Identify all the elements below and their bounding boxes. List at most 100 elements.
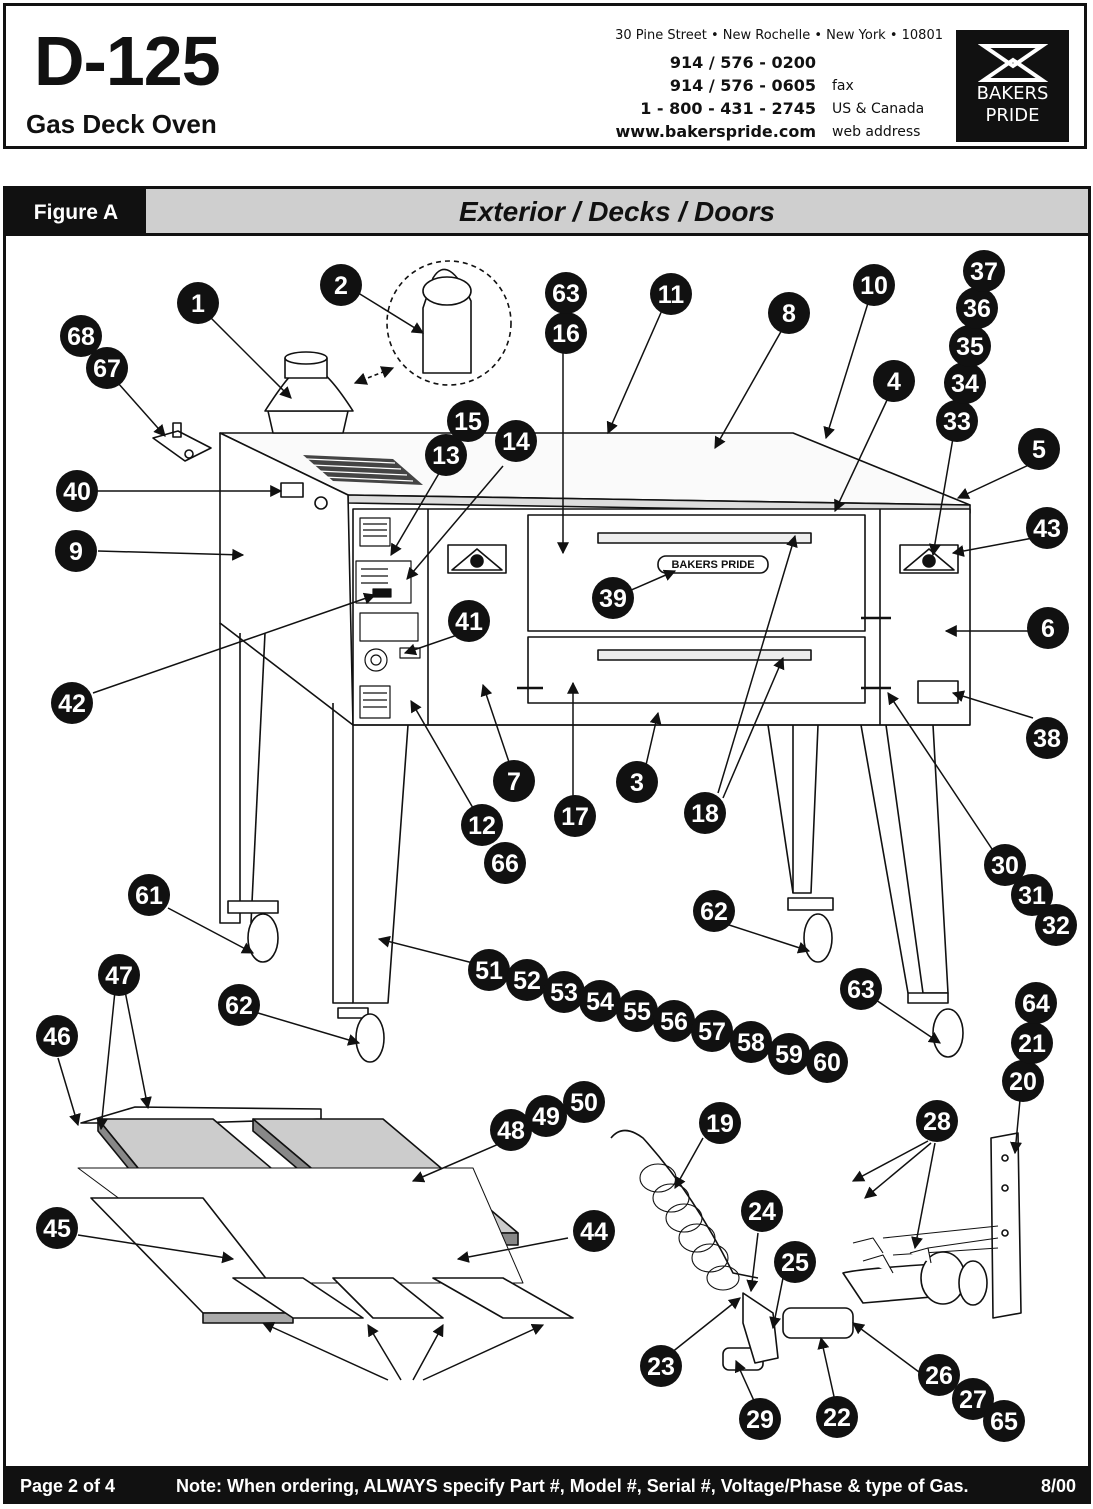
callout-36: 36 (956, 287, 998, 329)
callout-number: 63 (847, 976, 875, 1004)
figure-panel: Figure A Exterior / Decks / Doors (3, 186, 1091, 1504)
callout-bubble (741, 1190, 783, 1232)
callout-67: 67 (86, 347, 128, 389)
callout-58: 58 (730, 1021, 772, 1063)
callout-number: 11 (658, 281, 685, 309)
callout-37: 37 (963, 250, 1005, 292)
company-address: 30 Pine Street • New Rochelle • New York… (615, 28, 943, 43)
callout-number: 38 (1033, 725, 1061, 753)
callout-number: 29 (746, 1406, 774, 1434)
callout-57: 57 (691, 1010, 733, 1052)
callout-35: 35 (949, 325, 991, 367)
callout-bubble (177, 282, 219, 324)
callout-number: 50 (570, 1089, 598, 1117)
contact-label: US & Canada (832, 100, 925, 117)
callout-1: 1 (177, 282, 219, 324)
callout-number: 15 (454, 408, 482, 436)
phone-number: 914 / 576 - 0200 (669, 53, 816, 72)
callout-32: 32 (1035, 904, 1077, 946)
callout-51: 51 (468, 949, 510, 991)
callout-bubble (579, 980, 621, 1022)
callout-bubble (853, 264, 895, 306)
callout-5: 5 (1018, 428, 1060, 470)
callout-number: 20 (1009, 1068, 1037, 1096)
callout-bubble (573, 1210, 615, 1252)
callout-number: 53 (550, 979, 578, 1007)
bakers-pride-logo-icon (977, 44, 1048, 82)
callout-number: 32 (1042, 912, 1070, 940)
callout-bubble (448, 600, 490, 642)
figure-header: Figure A Exterior / Decks / Doors (6, 189, 1088, 236)
callout-number: 54 (586, 988, 614, 1016)
brand-logo: BAKERS PRIDE (956, 30, 1069, 142)
callout-17: 17 (554, 795, 596, 837)
callout-number: 56 (660, 1008, 688, 1036)
exploded-parts-drawing: 1234567891011121314151617181920212223242… (36, 250, 1077, 1442)
callout-bubble (983, 1400, 1025, 1442)
callout-number: 21 (1018, 1030, 1046, 1058)
callout-number: 46 (43, 1023, 71, 1051)
callout-number: 45 (43, 1215, 71, 1243)
callout-18: 18 (684, 792, 726, 834)
callout-number: 62 (225, 992, 253, 1020)
callout-number: 3 (630, 769, 644, 797)
callout-62: 62 (218, 984, 260, 1026)
callout-59: 59 (768, 1033, 810, 1075)
callout-bubble (545, 272, 587, 314)
callout-bubble (1026, 507, 1068, 549)
callout-2: 2 (320, 264, 362, 306)
callout-47: 47 (98, 954, 140, 996)
callout-bubble (984, 844, 1026, 886)
callout-14: 14 (495, 420, 537, 462)
callout-12: 12 (461, 804, 503, 846)
callout-number: 28 (923, 1108, 951, 1136)
callout-number: 51 (475, 957, 503, 985)
callout-42: 42 (51, 682, 93, 724)
callout-53: 53 (543, 971, 585, 1013)
callout-bubble (1026, 717, 1068, 759)
callout-bubble (774, 1241, 816, 1283)
callout-bubble (916, 1100, 958, 1142)
callout-26: 26 (918, 1354, 960, 1396)
callout-39: 39 (592, 577, 634, 619)
callout-45: 45 (36, 1207, 78, 1249)
web-address: www.bakerspride.com (615, 122, 816, 141)
callout-number: 6 (1041, 615, 1055, 643)
callout-number: 37 (970, 258, 998, 286)
fax-number: 914 / 576 - 0605 (669, 76, 816, 95)
callout-13: 13 (425, 434, 467, 476)
callout-bubble (956, 287, 998, 329)
callout-number: 41 (455, 608, 483, 636)
figure-label: Figure A (6, 189, 146, 233)
nameplate-text: BAKERS PRIDE (671, 559, 754, 571)
page-number: Page 2 of 4 (20, 1476, 116, 1496)
callout-bubble (55, 530, 97, 572)
callout-bubble (554, 795, 596, 837)
callout-25: 25 (774, 1241, 816, 1283)
callout-22: 22 (816, 1396, 858, 1438)
callout-40: 40 (56, 470, 98, 512)
callout-29: 29 (739, 1398, 781, 1440)
callout-24: 24 (741, 1190, 783, 1232)
callout-number: 49 (532, 1103, 560, 1131)
callout-bubble (653, 1000, 695, 1042)
callout-number: 58 (737, 1029, 765, 1057)
callout-number: 22 (823, 1404, 851, 1432)
callout-bubble (730, 1021, 772, 1063)
contact-label: fax (832, 77, 854, 94)
callout-bubble (1002, 1060, 1044, 1102)
callout-number: 66 (491, 850, 519, 878)
callout-bubble (425, 434, 467, 476)
callout-number: 48 (497, 1117, 525, 1145)
tollfree-number: 1 - 800 - 431 - 2745 (640, 99, 816, 118)
callout-number: 18 (691, 800, 719, 828)
callout-28: 28 (916, 1100, 958, 1142)
callout-bubble (952, 1378, 994, 1420)
callout-bubble (563, 1081, 605, 1123)
callout-bubble (650, 273, 692, 315)
callout-number: 2 (334, 272, 348, 300)
callout-number: 1 (191, 290, 205, 318)
callout-11: 11 (650, 273, 692, 315)
callout-65: 65 (983, 1400, 1025, 1442)
